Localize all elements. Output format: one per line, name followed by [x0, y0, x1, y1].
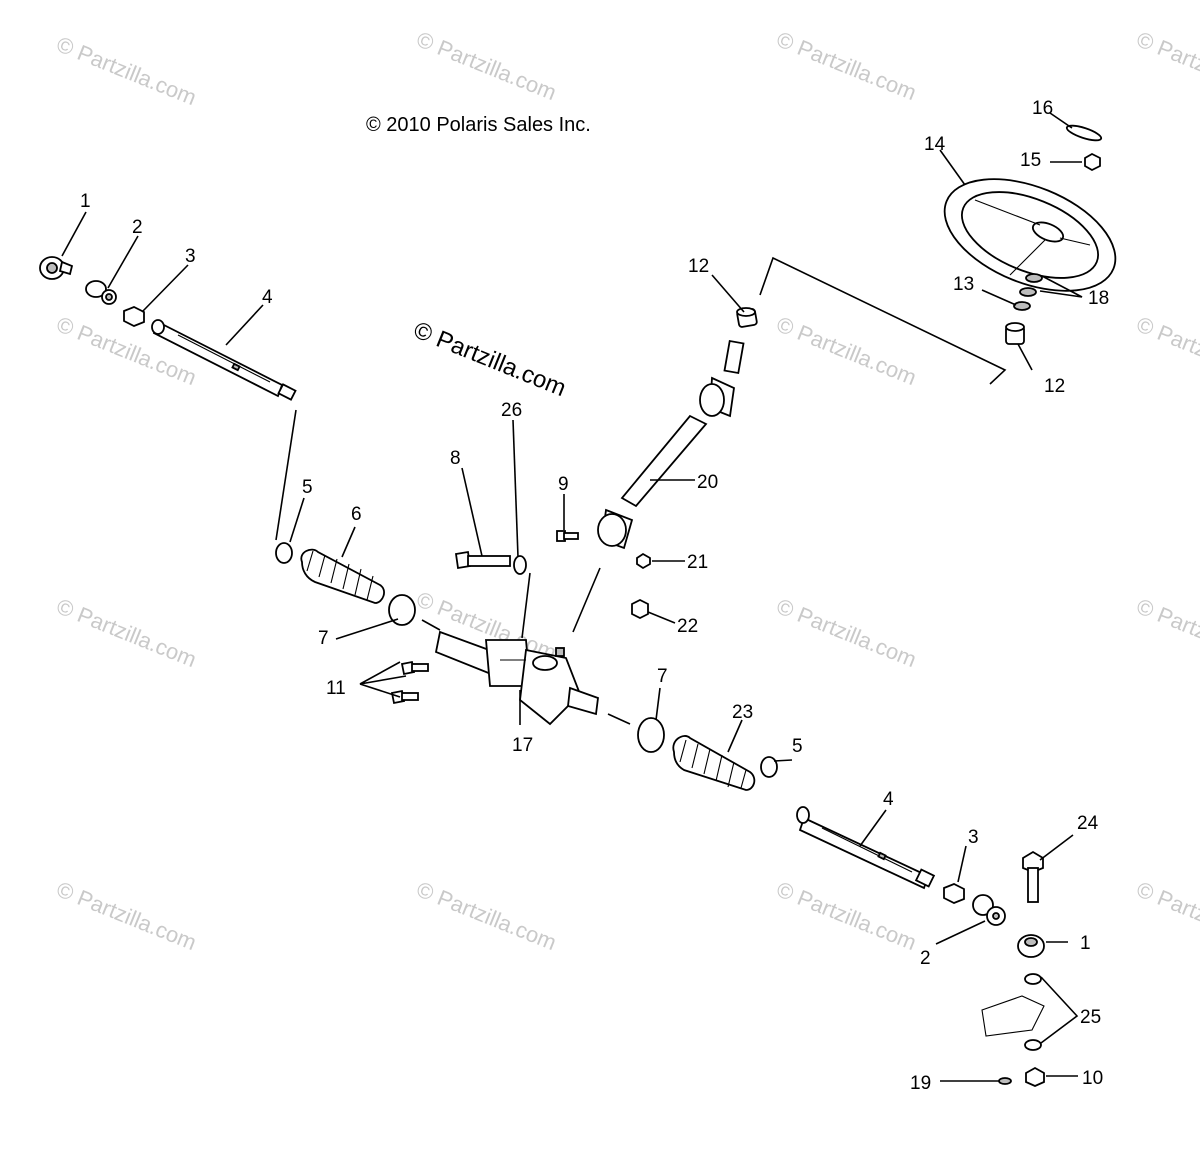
callout-12: 12	[1044, 376, 1065, 397]
part-jam-nut-right	[943, 883, 965, 904]
callout-24: 24	[1077, 813, 1099, 834]
part-boot-clamp-5-left	[275, 542, 293, 564]
part-boot-clamp-7-right	[637, 717, 665, 753]
watermark: © Partzilla.com	[773, 876, 920, 955]
callout-15: 15	[1020, 150, 1041, 171]
watermark: © Partzilla.com	[413, 876, 560, 955]
part-tie-rod-end-nut-right	[1017, 934, 1045, 958]
part-nut-10	[1025, 1066, 1045, 1087]
part-washers-18	[1019, 273, 1043, 297]
part-bolts-11	[390, 660, 429, 705]
callout-21: 21	[687, 552, 708, 573]
part-spindle-bracket	[981, 995, 1045, 1037]
callout-19: 19	[910, 1073, 931, 1094]
callout-8: 8	[450, 448, 461, 469]
callout-12: 12	[688, 256, 709, 277]
part-steering-shaft	[597, 339, 745, 550]
callout-3: 3	[185, 246, 196, 267]
part-tie-rod-end-nut-left	[39, 256, 74, 280]
callout-23: 23	[732, 702, 753, 723]
part-bolt-9	[556, 530, 579, 542]
watermark: © Partzilla.com	[1133, 311, 1200, 390]
assembly-lines	[275, 256, 1007, 725]
part-boot-clamp-7-left	[388, 594, 416, 626]
part-tie-rod-end-left	[85, 280, 117, 305]
part-washers-25	[1024, 973, 1042, 1051]
callout-13: 13	[953, 274, 974, 295]
callout-20: 20	[697, 472, 718, 493]
leader-lines	[61, 112, 1083, 1077]
part-jam-nut-left	[123, 306, 145, 327]
watermark: © Partzilla.com	[53, 593, 200, 672]
part-bellows-boot-left	[300, 548, 385, 604]
callout-26: 26	[501, 400, 522, 421]
callout-10: 10	[1082, 1068, 1103, 1089]
part-bushing-12-left	[736, 307, 758, 328]
callout-4: 4	[262, 287, 273, 308]
callout-9: 9	[558, 474, 569, 495]
part-cotter-pin-19	[940, 1077, 1012, 1085]
part-steering-wheel	[943, 178, 1117, 292]
watermark: © Partzilla.com	[413, 26, 560, 105]
part-inner-tie-rod-right	[796, 806, 936, 890]
callout-2: 2	[132, 217, 143, 238]
watermark: © Partzilla.com	[773, 26, 920, 105]
callout-22: 22	[677, 616, 698, 637]
watermark: © Partzilla.com	[773, 593, 920, 672]
watermark: © Partzilla.com	[1133, 26, 1200, 105]
part-bushing-12-right	[1005, 322, 1025, 345]
callout-16: 16	[1032, 98, 1053, 119]
callout-1: 1	[1080, 933, 1091, 954]
callout-7: 7	[318, 628, 329, 649]
callout-5: 5	[302, 477, 313, 498]
callout-5: 5	[792, 736, 803, 757]
part-nut-15	[1084, 152, 1101, 172]
watermark: © Partzilla.com	[53, 31, 200, 110]
callout-4: 4	[883, 789, 894, 810]
callout-6: 6	[351, 504, 362, 525]
callout-11: 11	[326, 678, 346, 699]
callout-25: 25	[1080, 1007, 1101, 1028]
callout-3: 3	[968, 827, 979, 848]
callout-labels: 1 2 3 4 5 6 7 8 26 9 11 17 12 12 13 14 1…	[80, 98, 1109, 1094]
part-nut-22	[631, 598, 649, 620]
callout-7: 7	[657, 666, 668, 687]
callout-1: 1	[80, 191, 91, 212]
part-washer-26	[513, 555, 527, 575]
part-boot-clamp-5-right	[760, 756, 778, 778]
part-nut-21	[636, 552, 651, 570]
callout-2: 2	[920, 948, 931, 969]
watermark: © Partzilla.com	[1133, 876, 1200, 955]
part-tie-rod-end-right	[972, 894, 1006, 926]
watermark: © Partzilla.com	[773, 311, 920, 390]
callout-18: 18	[1088, 288, 1109, 309]
callout-14: 14	[924, 134, 946, 155]
part-steering-rack	[434, 630, 599, 726]
part-bolt-8	[454, 550, 511, 570]
part-bellows-boot-right	[672, 735, 756, 791]
partzilla-watermark: © Partzilla.com	[410, 317, 570, 403]
watermark: © Partzilla.com	[1133, 593, 1200, 672]
part-emblem-16	[1065, 124, 1103, 142]
copyright-text: © 2010 Polaris Sales Inc.	[366, 114, 591, 136]
part-inner-tie-rod-left	[151, 319, 297, 401]
callout-17: 17	[512, 735, 533, 756]
watermark: © Partzilla.com	[53, 876, 200, 955]
part-washer-13	[1013, 301, 1031, 311]
part-bolt-24	[1022, 850, 1044, 903]
